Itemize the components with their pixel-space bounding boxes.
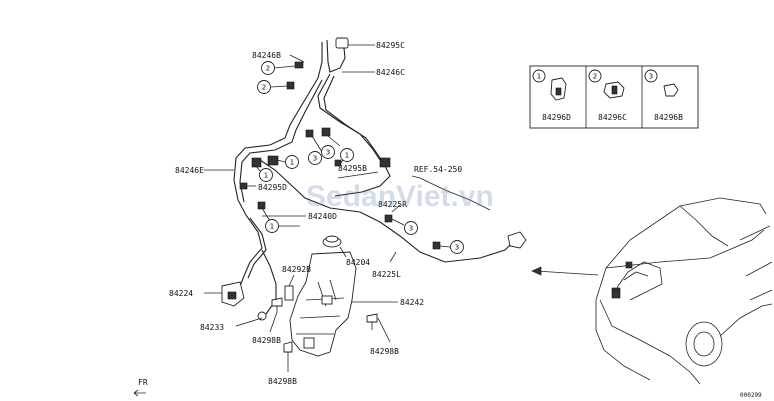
- callout-2: 2: [266, 65, 270, 73]
- clip-shape: [305, 129, 314, 138]
- label-84225l: 84225L: [372, 270, 401, 279]
- label-84204: 84204: [346, 258, 370, 267]
- washer-nozzle-right: [507, 231, 527, 249]
- label-84295d: 84295D: [258, 183, 287, 192]
- legend-part-2: 84296C: [598, 113, 627, 122]
- label-84224: 84224: [169, 289, 193, 298]
- legend-circle: [588, 69, 602, 83]
- vehicle-location-view: [531, 197, 773, 385]
- label-84240d: 84240D: [308, 212, 337, 221]
- label-84298b: 84298B: [370, 347, 399, 356]
- legend-num-2: 2: [593, 73, 597, 81]
- clip-detail: [611, 85, 618, 95]
- nozzle-joint: [227, 291, 237, 300]
- fr-label: FR: [138, 378, 148, 387]
- callout-circle: [308, 151, 322, 165]
- callout-circle: [321, 145, 335, 159]
- washer-tank: [289, 251, 357, 357]
- clip-shape: [257, 201, 266, 210]
- fr-arrow-icon: [133, 389, 146, 397]
- bolt-84298b: [271, 297, 283, 307]
- part-labels: 84295C 84246B 84246C 84246E 84295D 84240…: [169, 41, 462, 386]
- callout-circle: [265, 219, 279, 233]
- callout-circle: [404, 221, 418, 235]
- callout-3: 3: [326, 149, 330, 157]
- label-84246e: 84246E: [175, 166, 204, 175]
- clip-legend: 1 84296D 2 84296C 3 84296B: [529, 65, 699, 129]
- location-arrow-head-icon: [531, 266, 542, 276]
- clip-shape: [251, 157, 262, 168]
- label-ref: REF.54-250: [414, 165, 462, 174]
- clip-shape: [286, 81, 295, 90]
- clip-shape: [321, 127, 331, 137]
- legend-part-1: 84296D: [542, 113, 571, 122]
- label-84246b: 84246B: [252, 51, 281, 60]
- callout-1: 1: [264, 172, 268, 180]
- legend-part-3: 84296B: [654, 113, 683, 122]
- bolt-84298b: [366, 313, 378, 323]
- clip-shape: [384, 214, 393, 223]
- callout-circle: [450, 240, 464, 254]
- callout-1: 1: [290, 159, 294, 167]
- location-arrow: [535, 270, 599, 276]
- parts-shapes: [221, 37, 527, 360]
- car-tank-mark: [611, 287, 621, 299]
- diagram-code: 000299: [740, 392, 762, 399]
- label-84298b: 84298B: [268, 377, 297, 386]
- callout-circle: [261, 61, 275, 75]
- joint-84233: [257, 311, 267, 321]
- clip-shape: [294, 61, 304, 69]
- clip-shape: [239, 182, 248, 190]
- label-84295c: 84295C: [376, 41, 405, 50]
- legend-num-3: 3: [649, 73, 653, 81]
- bracket-84292b: [284, 285, 294, 301]
- callout-3: 3: [313, 155, 317, 163]
- label-84233: 84233: [200, 323, 224, 332]
- clip-shape: [379, 157, 391, 168]
- callout-circle: [340, 148, 354, 162]
- label-84292b: 84292B: [282, 265, 311, 274]
- label-84242: 84242: [400, 298, 424, 307]
- clip-shape: [432, 241, 441, 250]
- label-84295b: 84295B: [338, 164, 367, 173]
- callout-3: 3: [455, 244, 459, 252]
- clip-84296b-icon: [663, 83, 679, 97]
- callout-circle: [285, 155, 299, 169]
- joint-84295c: [335, 37, 349, 49]
- label-84298b: 84298B: [252, 336, 281, 345]
- legend-num-1: 1: [537, 73, 541, 81]
- callout-circle: [259, 168, 273, 182]
- watermark-text: SedanViet.vn: [306, 180, 494, 213]
- clip-detail: [555, 87, 562, 96]
- legend-circle: [532, 69, 546, 83]
- label-84246c: 84246C: [376, 68, 405, 77]
- leader-lines: [204, 44, 451, 372]
- ref-line: [419, 177, 491, 211]
- washer-hose-network: [233, 39, 516, 315]
- callout-1: 1: [345, 152, 349, 160]
- callouts: 2 2 1 1 3 3 1 1 3 3: [257, 61, 464, 254]
- callout-3: 3: [409, 225, 413, 233]
- bolt-84298b: [283, 341, 293, 353]
- legend-circle: [644, 69, 658, 83]
- car-nozzle-mark: [625, 261, 633, 269]
- callout-2: 2: [262, 84, 266, 92]
- clip-shape: [267, 155, 279, 166]
- callout-1: 1: [270, 223, 274, 231]
- label-84225r: 84225R: [378, 200, 407, 209]
- front-direction-indicator: FR: [133, 378, 148, 397]
- callout-circle: [257, 80, 271, 94]
- tank-cap-top: [325, 235, 339, 243]
